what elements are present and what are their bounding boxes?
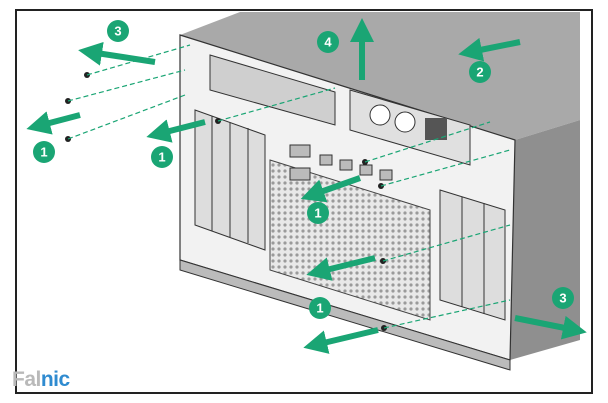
figure-frame <box>15 9 593 394</box>
power-supply <box>349 89 471 166</box>
callout-1-lower: 1 <box>309 297 331 319</box>
watermark-logo: Falnic <box>12 368 70 392</box>
direction-arrows <box>26 17 587 354</box>
watermark-part1: Fal <box>12 368 41 391</box>
svg-text:1: 1 <box>316 301 323 316</box>
svg-text:2: 2 <box>476 65 483 80</box>
svg-text:4: 4 <box>324 35 332 50</box>
top-panel <box>209 54 336 126</box>
bottom-rail <box>179 259 511 371</box>
drive-bays-right <box>439 189 506 321</box>
callout-3-bottom: 3 <box>552 287 574 309</box>
callout-2: 2 <box>469 61 491 83</box>
watermark-part2: nic <box>40 368 70 391</box>
callout-3-top: 3 <box>107 20 129 42</box>
svg-text:3: 3 <box>559 291 566 306</box>
callout-1-left: 1 <box>33 141 55 163</box>
io-ports <box>289 144 393 181</box>
svg-text:1: 1 <box>158 150 165 165</box>
callout-4: 4 <box>317 31 339 53</box>
svg-text:1: 1 <box>314 206 321 221</box>
svg-text:3: 3 <box>114 24 121 39</box>
drive-bays-left <box>194 109 266 251</box>
screw-leader-lines <box>67 44 511 329</box>
svg-text:1: 1 <box>40 145 47 160</box>
callout-1-upper: 1 <box>151 146 173 168</box>
callout-1-middle: 1 <box>307 202 329 224</box>
